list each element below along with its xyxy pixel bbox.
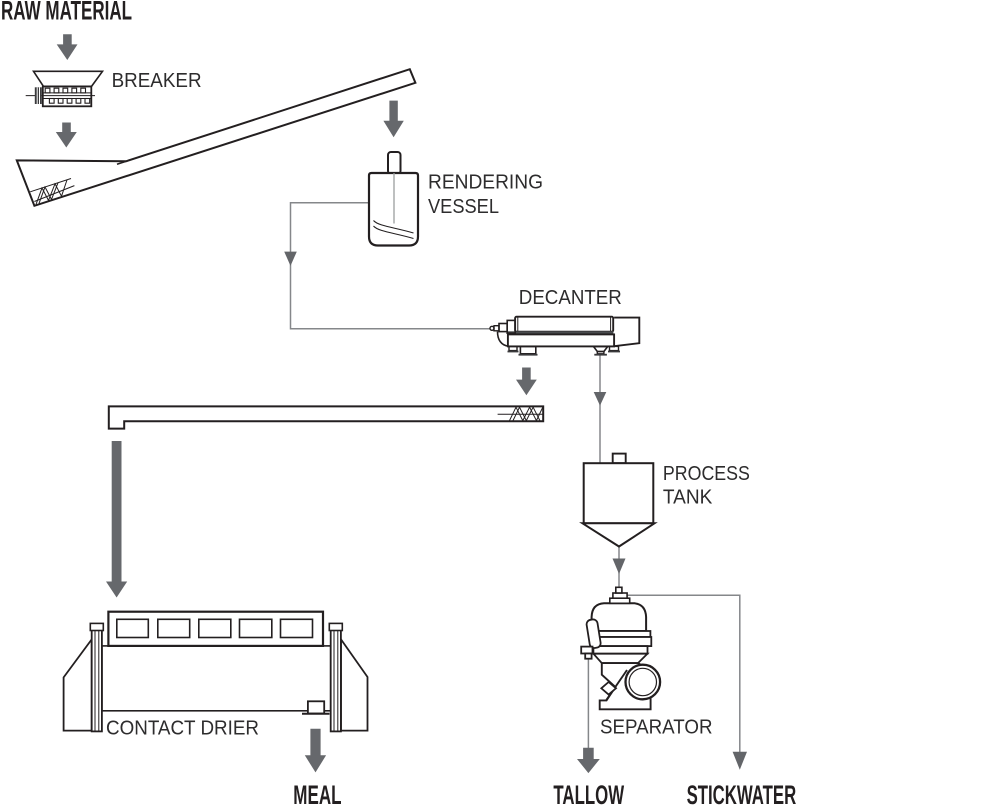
- svg-text:SEPARATOR: SEPARATOR: [600, 716, 713, 738]
- svg-text:RENDERING: RENDERING: [428, 172, 543, 194]
- svg-text:DECANTER: DECANTER: [519, 287, 622, 309]
- svg-text:PROCESS: PROCESS: [663, 463, 750, 485]
- svg-text:CONTACT DRIER: CONTACT DRIER: [106, 718, 259, 740]
- svg-text:MEAL: MEAL: [293, 780, 341, 810]
- svg-text:TALLOW: TALLOW: [553, 780, 624, 810]
- svg-text:VESSEL: VESSEL: [428, 196, 499, 218]
- svg-text:TANK: TANK: [663, 487, 713, 509]
- svg-text:BREAKER: BREAKER: [112, 70, 202, 92]
- svg-text:RAW MATERIAL: RAW MATERIAL: [1, 0, 132, 26]
- svg-text:STICKWATER: STICKWATER: [687, 780, 797, 810]
